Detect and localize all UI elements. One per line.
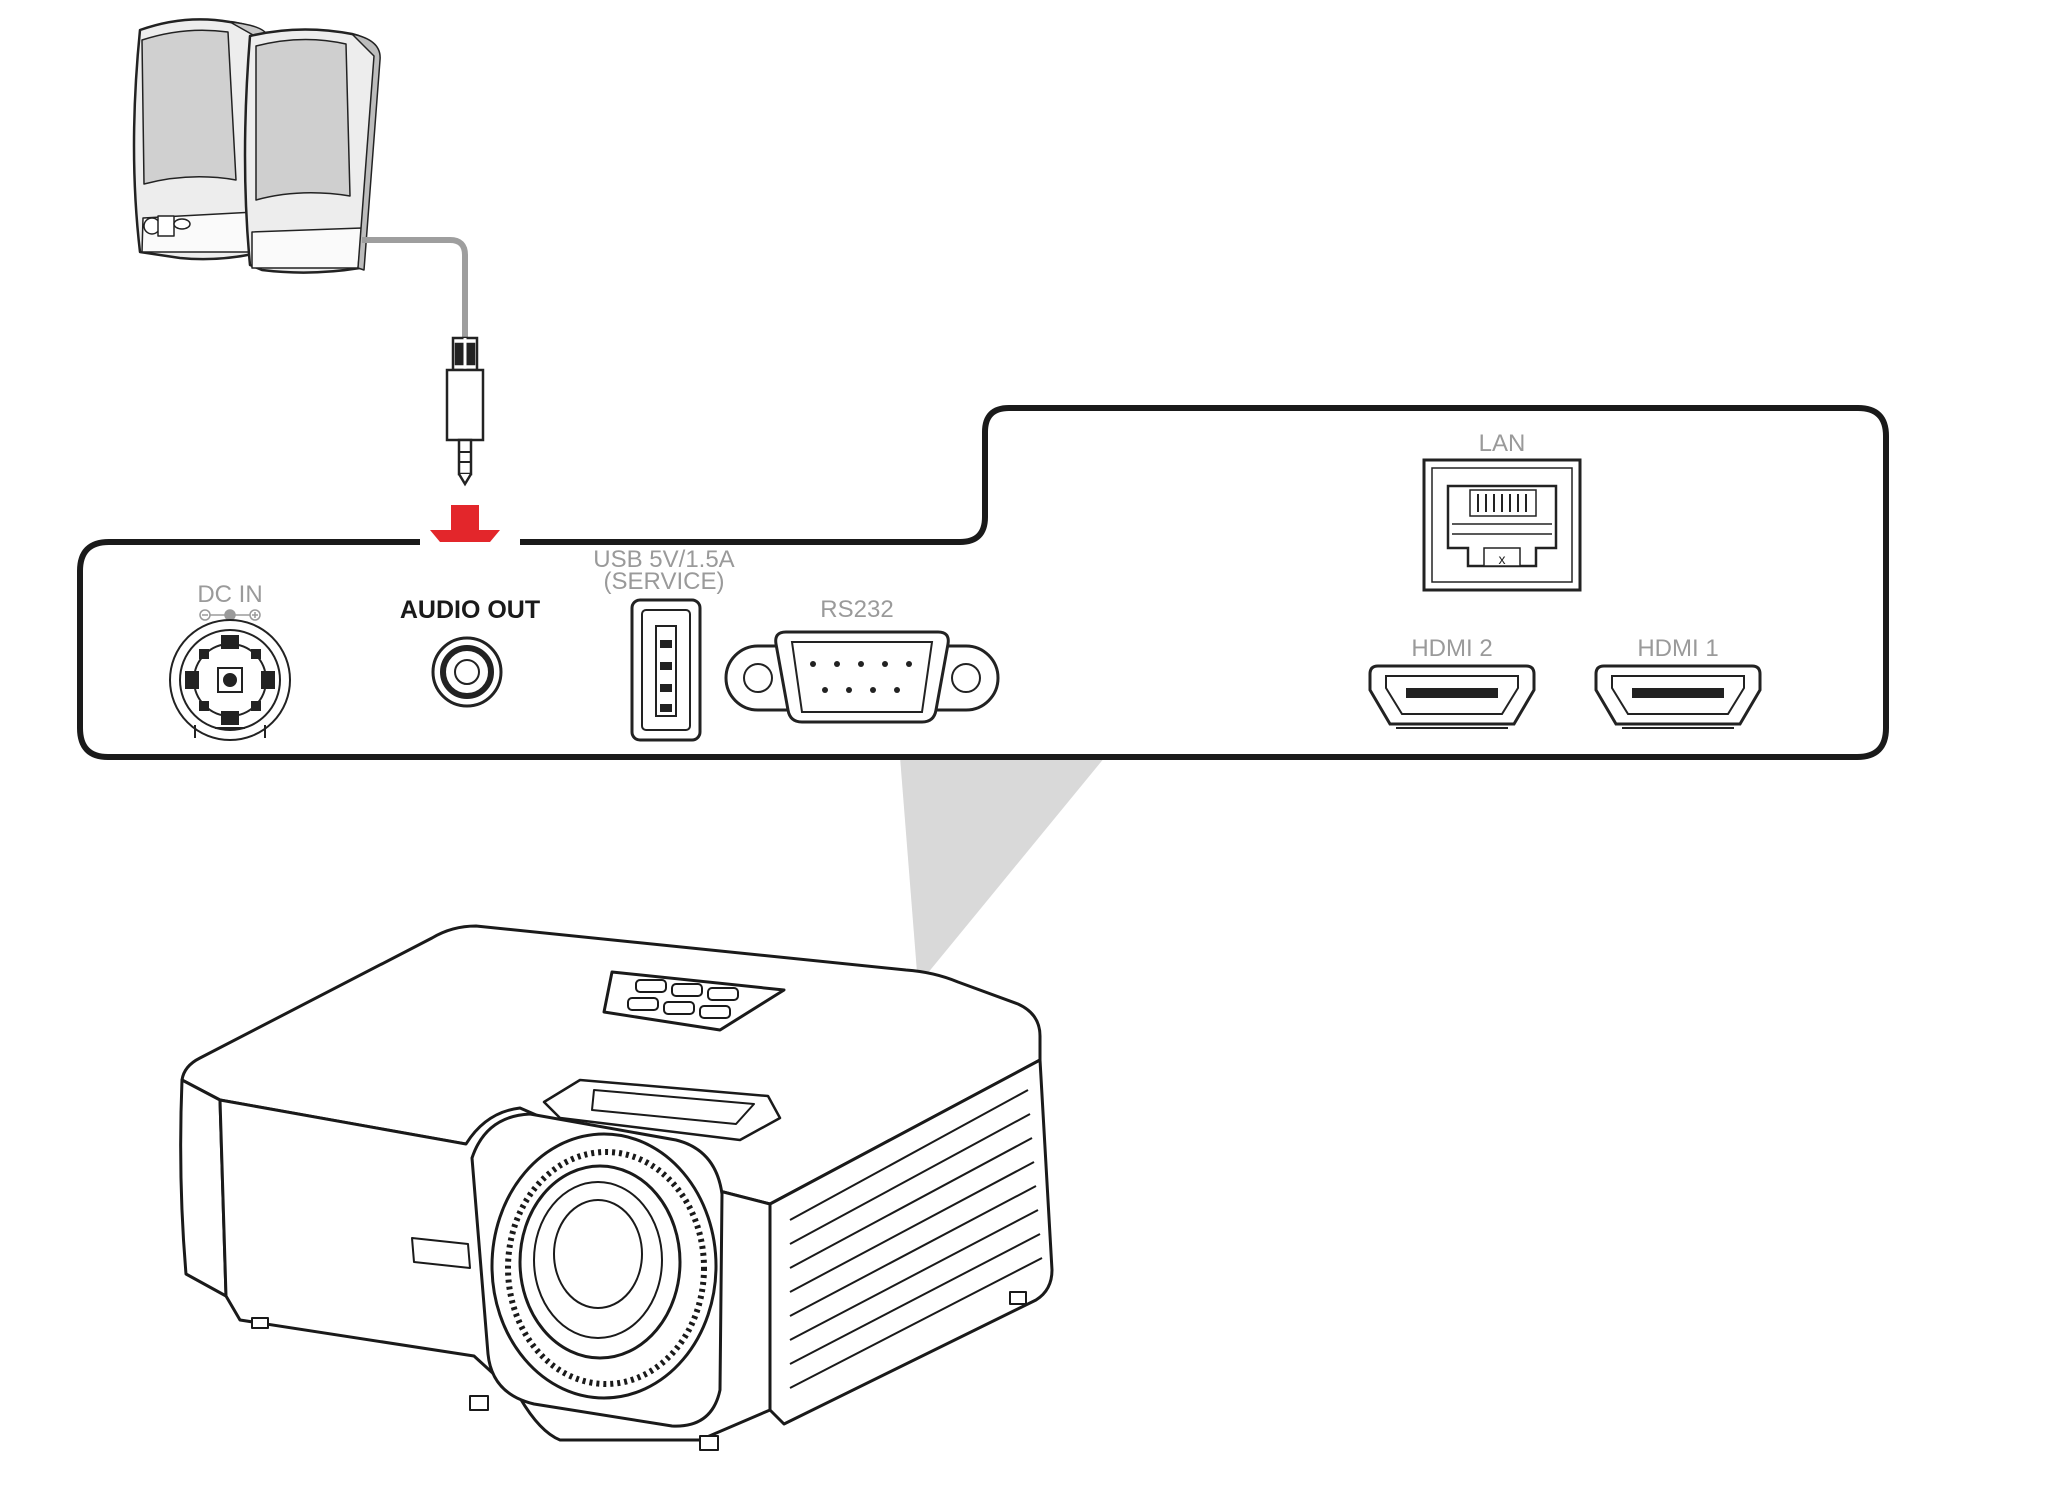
hdmi2-label: HDMI 2 — [1411, 635, 1492, 662]
dc-in-label: DC IN — [197, 581, 262, 608]
audio-jack-plug-icon — [445, 336, 485, 487]
projector-icon — [179, 924, 1054, 1451]
lan-port-icon — [1422, 458, 1582, 592]
audio-out-port-icon — [431, 636, 503, 708]
hdmi1-port-icon — [1594, 664, 1762, 729]
usb-label-line1: USB 5V/1.5A — [593, 546, 734, 573]
hdmi2-port-icon — [1368, 664, 1536, 729]
hdmi1-label: HDMI 1 — [1637, 635, 1718, 662]
rs232-port-icon — [724, 630, 1000, 724]
usb-label-line2: (SERVICE) — [604, 568, 725, 595]
dc-polarity-icon — [199, 609, 261, 621]
rs232-label: RS232 — [820, 596, 893, 623]
dc-in-port-icon — [169, 619, 291, 741]
lan-mark: x — [1499, 551, 1506, 567]
callout-wedge — [900, 757, 1105, 985]
lan-label: LAN — [1479, 430, 1526, 457]
audio-out-label: AUDIO OUT — [400, 596, 540, 624]
speakers-icon — [132, 18, 381, 274]
audio-cable — [362, 237, 468, 340]
usb-port-icon — [630, 598, 702, 742]
